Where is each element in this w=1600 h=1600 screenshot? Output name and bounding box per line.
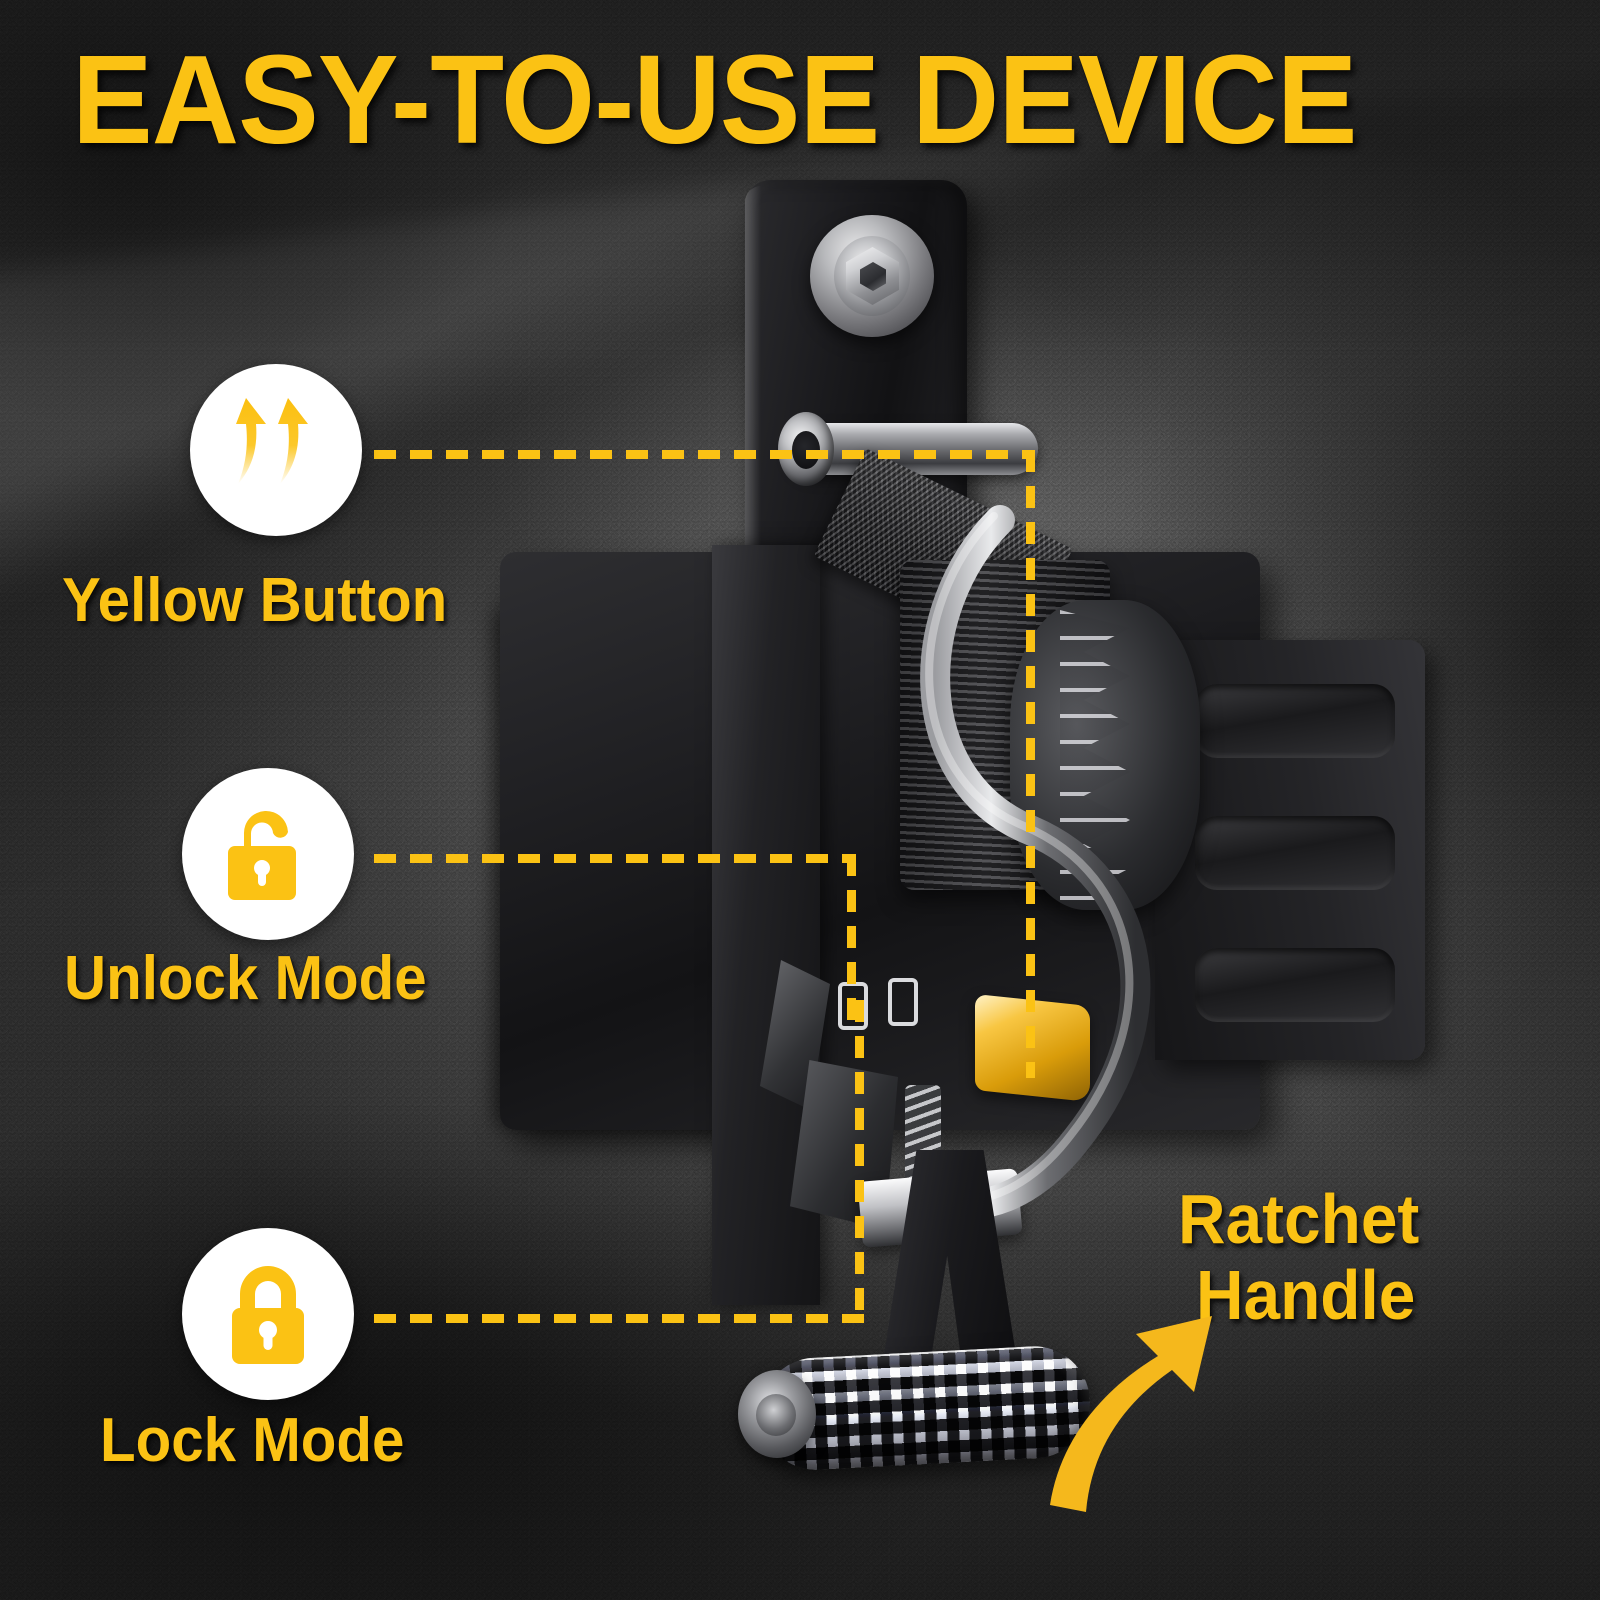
- leader-line-yellow-button-vertical: [1026, 450, 1035, 1078]
- leader-line-yellow-button-horizontal: [374, 450, 1034, 459]
- callout-label-lock-mode: Lock Mode: [100, 1406, 405, 1475]
- leader-line-lock-horizontal: [374, 1314, 864, 1323]
- mounting-slot: [1195, 948, 1395, 1022]
- plate-edge-highlight: [745, 186, 761, 590]
- grip-end-cap: [738, 1370, 816, 1458]
- s-hook: [920, 505, 1151, 1220]
- curved-up-arrow-icon: [1050, 1316, 1212, 1512]
- page-title: EASY-TO-USE DEVICE: [72, 29, 1357, 170]
- leader-line-unlock-vertical: [847, 854, 856, 1022]
- callout-label-yellow-button: Yellow Button: [62, 566, 448, 635]
- right-mounting-wing: [1155, 640, 1425, 1060]
- mounting-slot: [1195, 816, 1395, 890]
- badge-unlock-mode: [182, 768, 354, 940]
- mounting-slot: [1195, 684, 1395, 758]
- leader-line-unlock-horizontal: [374, 854, 856, 863]
- grip-screw: [756, 1394, 796, 1436]
- callout-label-ratchet-line1: Ratchet: [1178, 1180, 1420, 1258]
- unlock-padlock-icon: [228, 810, 296, 900]
- badge-lock-mode: [182, 1228, 354, 1400]
- callout-label-unlock-mode: Unlock Mode: [64, 944, 427, 1013]
- callout-label-ratchet-line2: Handle: [1196, 1256, 1416, 1334]
- leader-line-lock-vertical: [855, 1000, 864, 1322]
- hex-bolt: [810, 215, 934, 337]
- lock-padlock-icon: [232, 1266, 304, 1364]
- axle-end-cap: [778, 412, 834, 486]
- mode-pin-right-icon: [888, 978, 918, 1026]
- badge-yellow-button: [190, 364, 362, 536]
- double-up-arrows-icon: [236, 398, 308, 484]
